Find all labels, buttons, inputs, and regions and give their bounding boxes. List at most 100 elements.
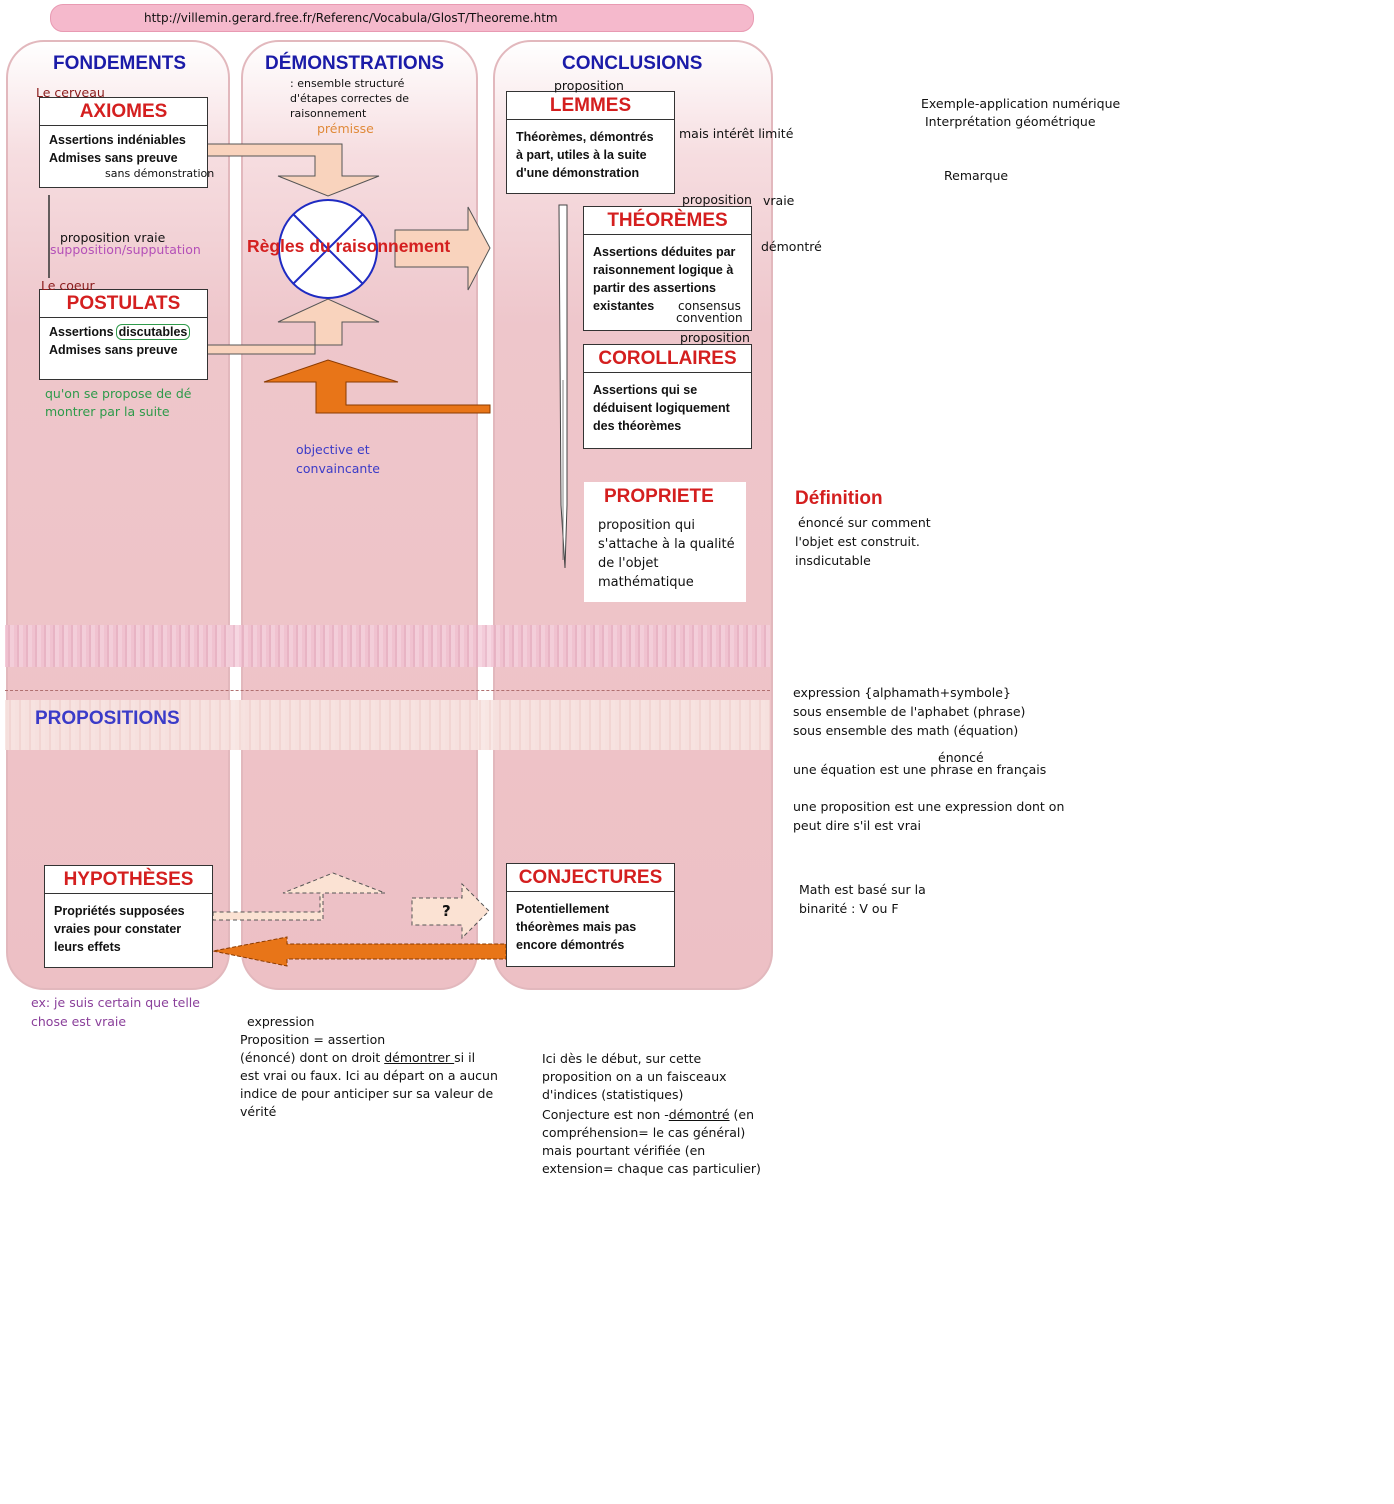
conjectures-title: CONJECTURES <box>507 864 674 892</box>
note-qu-on-2: montrer par la suite <box>45 404 170 419</box>
propriete-line2: s'attache à la qualité <box>598 537 735 552</box>
note-ici-4: Conjecture est non -démontré (en <box>542 1106 754 1124</box>
note-ici-4c: (en <box>729 1107 755 1122</box>
theoremes-line2: raisonnement logique à <box>593 263 734 277</box>
propriete-line1: proposition qui <box>598 518 695 533</box>
lemmes-line1: Théorèmes, démontrés <box>516 130 654 144</box>
note-convention: convention <box>676 311 743 325</box>
note-proposition-low: proposition <box>680 330 750 345</box>
divider-line <box>5 690 770 691</box>
note-ici-4a: Conjecture est non - <box>542 1107 669 1122</box>
note-consensus: consensus <box>678 299 741 313</box>
theoremes-line3: partir des assertions <box>593 281 716 295</box>
note-assert-4: indice de pour anticiper sur sa valeur d… <box>240 1086 494 1101</box>
axiomes-line2: Admises sans preuve <box>49 151 178 165</box>
box-axiomes: AXIOMES Assertions indéniables Admises s… <box>39 97 208 188</box>
conjectures-line3: encore démontrés <box>516 938 625 952</box>
note-proposition-vraie: proposition vraie <box>60 230 166 245</box>
note-expr-2: sous ensemble de l'aphabet (phrase) <box>793 704 1026 719</box>
note-enonce: énoncé <box>938 750 984 765</box>
note-assert-2c: si il <box>454 1050 476 1065</box>
lemmes-line2: à part, utiles à la suite <box>516 148 647 162</box>
note-remarque: Remarque <box>944 168 1009 183</box>
theoremes-line4: existantes <box>593 299 655 313</box>
title-demonstrations: DÉMONSTRATIONS <box>265 53 445 74</box>
note-ici-2: proposition on a un faisceaux <box>542 1069 727 1084</box>
lemmes-title: LEMMES <box>507 92 674 120</box>
postulats-arrow <box>206 298 380 355</box>
box-corollaires: COROLLAIRES Assertions qui se déduisent … <box>583 344 752 449</box>
note-demontre: démontré <box>761 239 822 254</box>
band-light <box>5 700 770 750</box>
axiomes-line1: Assertions indéniables <box>49 133 186 147</box>
note-assert-3: est vrai ou faux. Ici au départ on a auc… <box>240 1068 498 1083</box>
postulats-title: POSTULATS <box>40 290 207 318</box>
note-premisse: prémisse <box>317 121 374 136</box>
hypotheses-dashed-arrow <box>212 872 386 921</box>
diagram-arrows <box>48 143 568 967</box>
note-definition: Définition <box>795 488 883 509</box>
note-ici-5: compréhension= le cas général) <box>542 1125 746 1140</box>
note-ensemble-1: : ensemble structuré <box>290 77 405 90</box>
column-demonstrations <box>241 40 478 990</box>
theoremes-line1: Assertions déduites par <box>593 245 736 259</box>
note-assert-2: (énoncé) dont on droit démontrer si il <box>240 1049 475 1067</box>
hypotheses-title: HYPOTHÈSES <box>45 866 212 894</box>
box-lemmes: LEMMES Théorèmes, démontrés à part, util… <box>506 91 675 194</box>
band-pink <box>5 625 770 667</box>
note-equation: une équation est une phrase en français <box>793 762 1047 777</box>
note-expr-1: expression {alphamath+symbole} <box>793 685 1011 700</box>
corollaires-title: COROLLAIRES <box>584 345 751 373</box>
hypotheses-line2: vraies pour constater <box>54 922 182 936</box>
conjectures-back-arrow <box>212 936 507 967</box>
note-assert-1: Proposition = assertion <box>240 1032 386 1047</box>
note-expression: expression <box>247 1014 315 1029</box>
propriete-line4: mathématique <box>598 575 694 590</box>
note-ici-1: Ici dès le début, sur cette <box>542 1051 702 1066</box>
note-interpretation: Interprétation géométrique <box>925 114 1096 129</box>
note-ex-2: chose est vraie <box>31 1014 127 1029</box>
box-conjectures: CONJECTURES Potentiellement théorèmes ma… <box>506 863 675 967</box>
note-exemple: Exemple-application numérique <box>921 96 1121 111</box>
regles-label: Règles du raisonnement <box>247 236 451 256</box>
note-ici-6: mais pourtant vérifiée (en <box>542 1143 706 1158</box>
propriete-title: PROPRIETE <box>604 486 714 507</box>
note-def-3: insdicutable <box>795 553 871 568</box>
axiomes-arrow <box>206 143 380 197</box>
box-hypotheses: HYPOTHÈSES Propriétés supposées vraies p… <box>44 865 213 968</box>
feedback-arrow <box>263 359 491 414</box>
postulats-highlight: discutables <box>115 324 191 340</box>
column-fondements <box>6 40 230 990</box>
note-expr-3: sous ensemble des math (équation) <box>793 723 1019 738</box>
url-bar[interactable]: http://villemin.gerard.free.fr/Referenc/… <box>50 4 754 32</box>
note-objective-2: convaincante <box>296 461 380 476</box>
title-propositions: PROPOSITIONS <box>35 708 180 729</box>
title-conclusions: CONCLUSIONS <box>562 53 703 74</box>
url-text: http://villemin.gerard.free.fr/Referenc/… <box>144 11 558 25</box>
note-le-cerveau: Le cerveau <box>36 85 105 100</box>
note-proposition-mid: proposition <box>682 192 752 207</box>
note-ex-1: ex: je suis certain que telle <box>31 995 200 1010</box>
note-ensemble-2: d'étapes correctes de <box>290 92 410 105</box>
lemmes-line3: d'une démonstration <box>516 166 640 180</box>
box-theoremes: THÉORÈMES Assertions déduites par raison… <box>583 206 752 331</box>
corollaires-line2: déduisent logiquement <box>593 401 730 415</box>
note-ici-3: d'indices (statistiques) <box>542 1087 684 1102</box>
note-assert-2a: (énoncé) dont on droit <box>240 1050 385 1065</box>
note-ici-4b: démontré <box>668 1107 730 1122</box>
box-propriete: PROPRIETE proposition qui s'attache à la… <box>584 482 746 602</box>
question-mark: ? <box>442 902 451 920</box>
note-ensemble-3: raisonnement <box>290 107 367 120</box>
postulats-word1: Assertions <box>49 325 114 339</box>
note-proposition-top: proposition <box>554 78 624 93</box>
note-vraie: vraie <box>763 193 795 208</box>
question-arrow <box>411 882 490 940</box>
title-fondements: FONDEMENTS <box>53 53 186 74</box>
note-def-1: énoncé sur comment <box>798 515 931 530</box>
conjectures-line2: théorèmes mais pas <box>516 920 637 934</box>
note-prop-expr-1: une proposition est une expression dont … <box>793 799 1065 814</box>
corollaires-line1: Assertions qui se <box>593 383 698 397</box>
note-ici-7: extension= chaque cas particulier) <box>542 1161 761 1176</box>
axiomes-title: AXIOMES <box>40 98 207 126</box>
